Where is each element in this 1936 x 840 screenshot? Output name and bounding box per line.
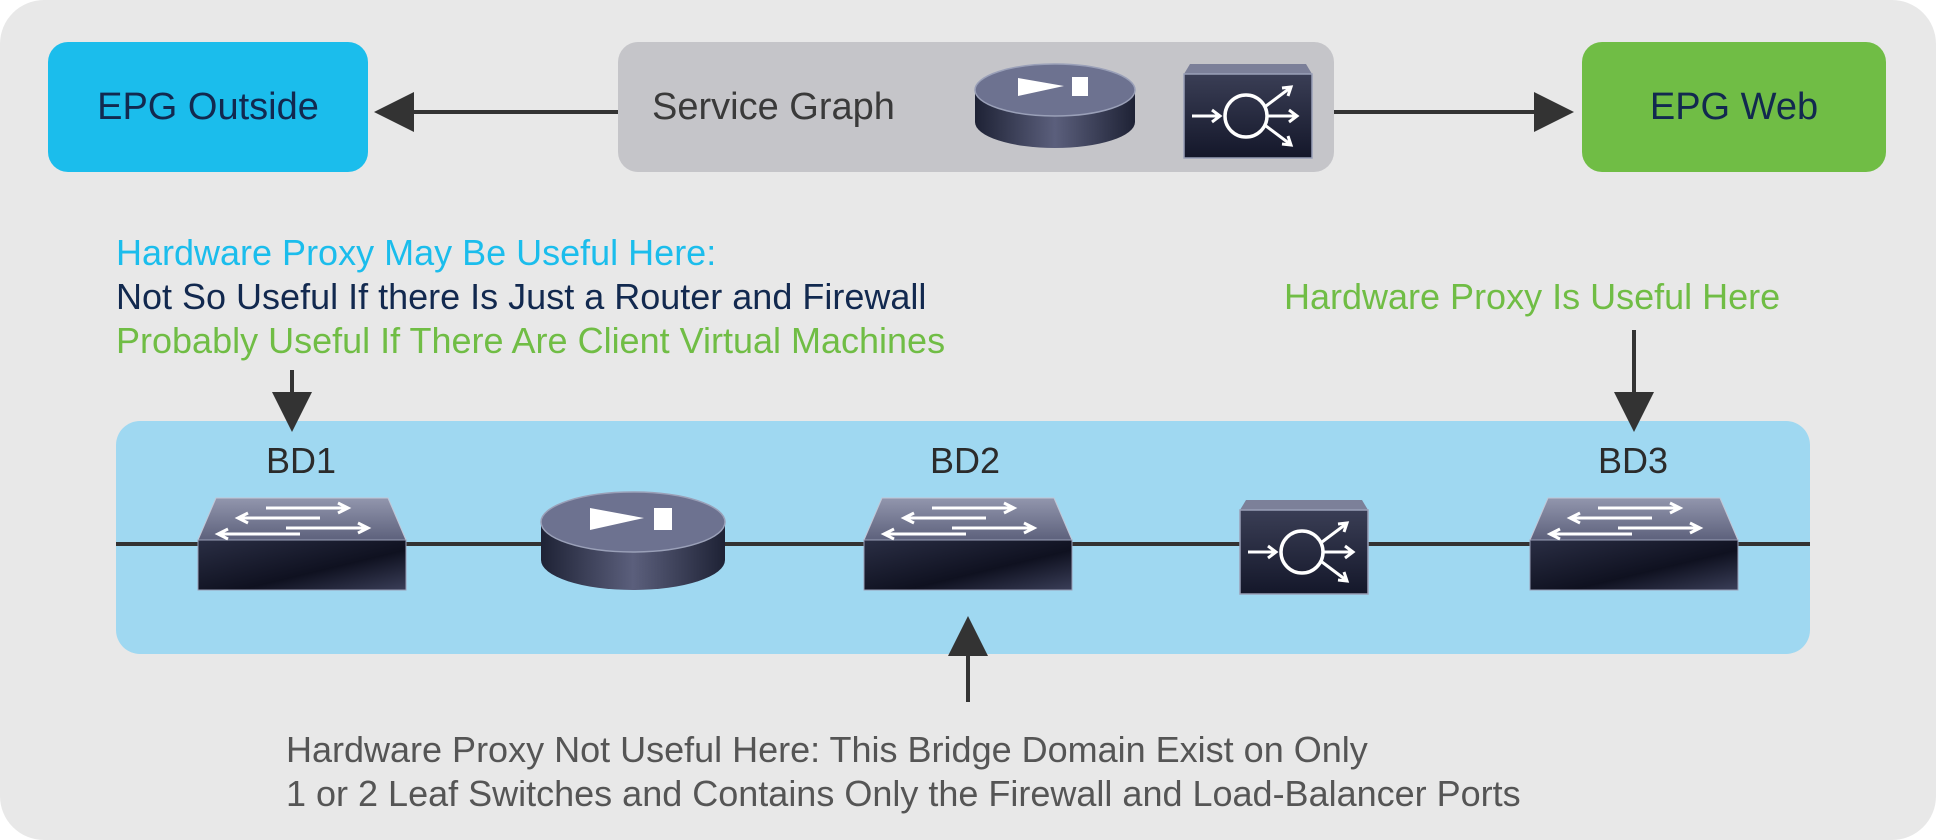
epg-outside-label: EPG Outside — [97, 85, 319, 128]
epg-outside-box: EPG Outside — [48, 42, 368, 172]
callout-bottom-line2: 1 or 2 Leaf Switches and Contains Only t… — [286, 773, 1521, 814]
router-icon — [540, 491, 726, 590]
callout-bottom-line1: Hardware Proxy Not Useful Here: This Bri… — [286, 729, 1368, 770]
service-graph-label: Service Graph — [652, 85, 895, 128]
load-balancer-icon — [1239, 500, 1369, 595]
epg-web-box: EPG Web — [1582, 42, 1886, 172]
callout-left-line3: Probably Useful If There Are Client Virt… — [116, 320, 946, 361]
callout-left-line2: Not So Useful If there Is Just a Router … — [116, 276, 927, 317]
leaf-switch-icon — [863, 497, 1073, 591]
bd1-label: BD1 — [266, 440, 337, 481]
router-icon — [974, 63, 1136, 148]
epg-web-label: EPG Web — [1649, 85, 1819, 128]
callout-left-line1: Hardware Proxy May Be Useful Here: — [116, 232, 717, 273]
bd2-label: BD2 — [930, 440, 1001, 481]
bd3-label: BD3 — [1598, 440, 1669, 481]
leaf-switch-icon — [1529, 497, 1739, 591]
leaf-switch-icon — [197, 497, 407, 591]
callout-right: Hardware Proxy Is Useful Here — [1284, 276, 1781, 317]
load-balancer-icon — [1183, 64, 1313, 159]
